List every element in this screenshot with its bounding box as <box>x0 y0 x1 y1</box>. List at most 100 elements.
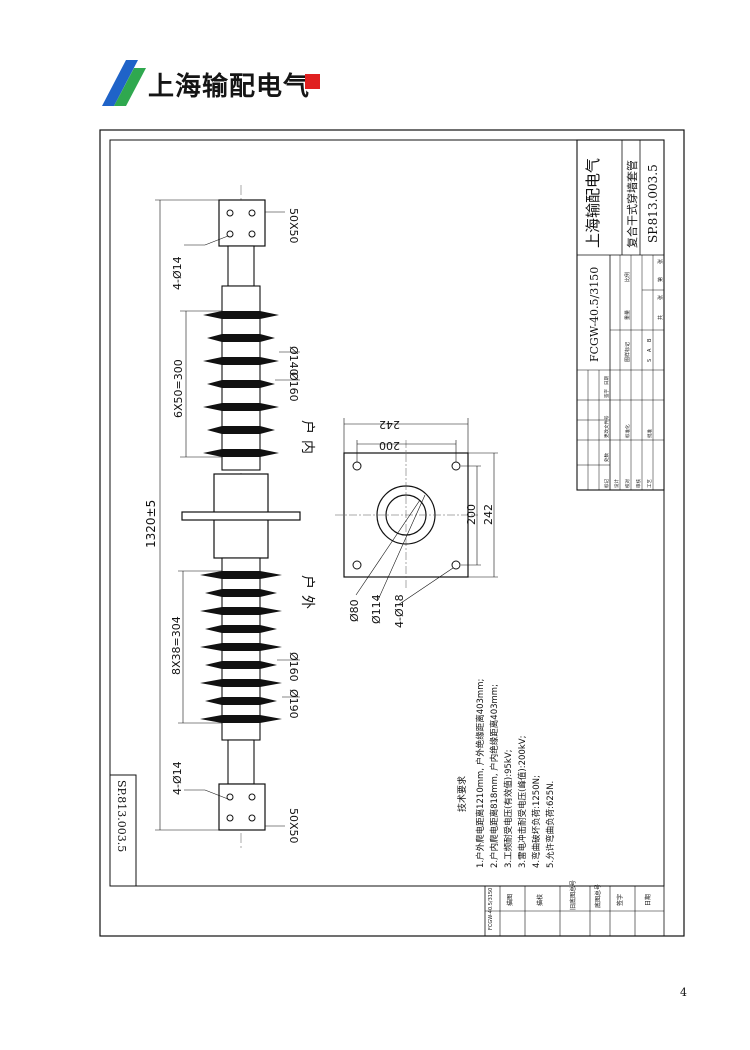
requirement-item: 3.雷电冲击耐受电压(峰值):200kV; <box>517 736 528 868</box>
rev-label-doc: 更改文件号 <box>603 415 610 438</box>
inner-frame <box>109 139 665 887</box>
outdoor-shed <box>205 589 277 597</box>
dim-outdoor-shed-160: Ø160 <box>287 652 300 682</box>
top-terminal <box>218 199 266 247</box>
requirement-item: 2.户内爬电距离818mm, 户内绝缘距离403mm; <box>489 684 500 868</box>
dim-bottom-terminal: 50X50 <box>287 808 300 844</box>
requirement-item: 5.允许弯曲负荷:625N. <box>545 781 556 868</box>
company-logo: 上海输配电气 <box>100 54 330 112</box>
dim-flange-hole-spacing-h: 200 <box>379 439 400 452</box>
dim-inner-dia: Ø80 <box>348 599 361 622</box>
company-name: 上海输配电气 <box>148 72 311 102</box>
header-scale-label: 比例 <box>624 272 631 282</box>
sheet-label-no: 第 <box>657 277 664 282</box>
role-process: 工艺 <box>647 479 653 488</box>
strip-label-1: 描图 <box>506 894 514 906</box>
sheet-label-sheet: 张 <box>657 259 664 264</box>
bottom-rod <box>227 739 255 785</box>
sheet-label-sheets: 张 <box>657 295 664 300</box>
top-bolt-hole <box>226 209 234 217</box>
logo-red-square <box>305 74 320 89</box>
dim-top-bolt-holes: 4-Ø14 <box>171 256 184 290</box>
scale-mark-a: A <box>647 348 653 352</box>
dim-outer-dia: Ø114 <box>370 594 383 624</box>
bottom-bolt-hole <box>248 814 256 822</box>
strip-label-6: 日期 <box>644 894 652 906</box>
role-design: 设计 <box>613 479 620 488</box>
requirement-item: 1.户外爬电距离1210mm, 户外绝缘距离403mm; <box>475 679 486 868</box>
flange-bolt-hole <box>451 560 461 570</box>
dim-outdoor-spacing: 8X38=304 <box>170 616 183 675</box>
outdoor-shed <box>200 715 282 723</box>
rev-label-sign: 签字 <box>603 389 610 398</box>
requirements-title: 技术要求 <box>456 776 468 812</box>
title-company: 上海输配电气 <box>584 158 602 248</box>
rev-label-date: 日期 <box>604 376 610 385</box>
logo-stripes-icon <box>102 60 146 106</box>
mounting-flange <box>181 511 301 521</box>
title-product-name: 复合干式穿墙套管 <box>625 160 639 248</box>
dim-indoor-shed-160: Ø160 <box>287 372 300 402</box>
strip-label-2: 描校 <box>536 894 544 906</box>
rev-label-count: 处数 <box>603 453 610 462</box>
bottom-terminal <box>218 783 266 831</box>
outdoor-shed <box>205 697 277 705</box>
requirement-item: 3.工频耐受电压(有效值):95kV; <box>503 749 514 868</box>
indoor-shed <box>207 334 275 342</box>
role-approve: 批准 <box>646 429 653 438</box>
header-mark-label: 图样标记 <box>624 342 631 362</box>
scale-mark-s: S <box>647 359 653 362</box>
dim-flange-bolt-holes: 4-Ø18 <box>393 594 406 628</box>
outdoor-shed <box>200 571 282 579</box>
outdoor-label: 户外 <box>299 575 316 615</box>
strip-label-3: 旧底图总号 <box>569 880 577 910</box>
dim-indoor-shed-140: Ø140 <box>287 346 300 376</box>
role-review: 审核 <box>635 479 642 488</box>
left-strip-table: FCGW-40.5/3150 描图 描校 旧底图总号 底图总号 签字 日期 <box>484 880 665 937</box>
header-weight-label: 重量 <box>624 310 631 320</box>
title-block: 上海输配电气 复合干式穿墙套管 SP.813.003.5 FCGW-40.5/3… <box>576 139 665 491</box>
indoor-shed <box>207 426 275 434</box>
top-bolt-hole <box>248 230 256 238</box>
outdoor-shed <box>200 643 282 651</box>
indoor-shed <box>203 449 279 457</box>
outer-frame <box>99 129 685 937</box>
flange-bolt-hole <box>352 560 362 570</box>
role-standard: 标准化 <box>624 424 631 438</box>
strip-model-label: FCGW-40.5/3150 <box>488 888 494 930</box>
dim-indoor-spacing: 6X50=300 <box>172 359 185 418</box>
indoor-shed <box>207 380 275 388</box>
bottom-bolt-hole <box>226 814 234 822</box>
corner-drawing-no: SP.813.003.5 <box>115 780 128 852</box>
dim-overall-length: 1320±5 <box>144 500 158 548</box>
rev-label-mark: 标记 <box>603 479 610 488</box>
outdoor-shed <box>200 679 282 687</box>
indoor-shed <box>203 311 279 319</box>
strip-label-5: 签字 <box>616 894 624 906</box>
flange-plan-view: 242 200 200 242 Ø80 Ø114 4-Ø18 <box>335 418 498 628</box>
dim-flange-hole-spacing-v: 200 <box>465 504 478 525</box>
indoor-shed <box>203 357 279 365</box>
bottom-bolt-hole <box>248 793 256 801</box>
indoor-label: 户内 <box>299 420 316 460</box>
strip-label-4: 底图总号 <box>594 884 602 908</box>
requirement-item: 4.弯曲破坏负荷:1250N; <box>531 775 542 868</box>
indoor-shed <box>203 403 279 411</box>
corner-number-box: SP.813.003.5 <box>109 774 137 887</box>
dim-top-terminal: 50X50 <box>287 208 300 244</box>
outdoor-shed <box>205 625 277 633</box>
title-drawing-no: SP.813.003.5 <box>646 164 660 243</box>
sheet-label-total: 共 <box>657 315 664 320</box>
indoor-sheds <box>203 311 279 457</box>
bushing-side-view: 1320±5 6X50=300 8X38=304 4-Ø14 4-Ø14 50X… <box>144 185 316 850</box>
technical-requirements: 技术要求 1.户外爬电距离1210mm, 户外绝缘距离403mm; 2.户内爬电… <box>456 679 556 868</box>
dim-bottom-bolt-holes: 4-Ø14 <box>171 761 184 795</box>
bottom-bolt-hole <box>226 793 234 801</box>
top-bolt-hole <box>248 209 256 217</box>
top-rod <box>227 245 255 287</box>
dim-flange-outer-width: 242 <box>379 418 400 431</box>
scale-mark-b: B <box>647 338 653 342</box>
dim-outdoor-shed-190: Ø190 <box>287 689 300 719</box>
top-bolt-hole <box>226 230 234 238</box>
